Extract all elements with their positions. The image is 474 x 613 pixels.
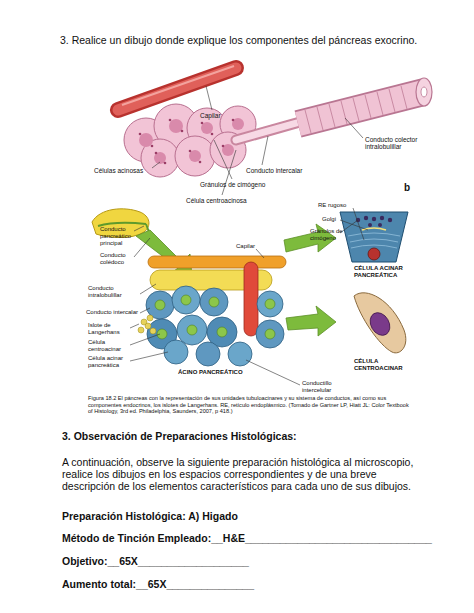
- part-label: Conducto colédoco: [100, 252, 140, 266]
- form-field: Preparación Histológica: A) Higado: [62, 510, 238, 522]
- form-field: Método de Tinción Empleado:__H&E________…: [62, 532, 432, 544]
- structure-title: ÁCINO PANCREÁTICO: [178, 369, 243, 376]
- part-label: Golgi: [322, 216, 336, 223]
- part-label: Conducto intercalar: [246, 167, 302, 174]
- part-label: RE rugoso: [318, 202, 346, 209]
- part-label: Célula acinar pancreática: [88, 355, 128, 369]
- question-text: 3. Realice un dibujo donde explique los …: [60, 34, 470, 46]
- part-label: Conducto colector intralobulillar: [365, 136, 437, 151]
- part-label: Gránulos de cimógeno: [200, 181, 265, 188]
- part-label: Conducto intercalar: [86, 309, 138, 316]
- part-label: Célula centroacinar: [88, 339, 128, 353]
- form-field: Aumento total:__65X_______________: [62, 578, 254, 590]
- part-label: Células acinosas: [94, 167, 143, 174]
- cell-title: CÉLULA ACINAR PANCREÁTICA: [354, 265, 424, 279]
- part-label: Célula centroacinosa: [186, 197, 247, 204]
- part-label: Conducto intralobulillar: [88, 285, 138, 299]
- part-label: Gránulos de cimógeno: [310, 228, 348, 242]
- part-label: Conducto pancreático principal: [100, 226, 140, 247]
- form-field: Objetivo:__65X___________________: [62, 555, 249, 567]
- part-label: Capilar: [236, 243, 255, 250]
- cell-title: CÉLULA CENTROACINAR: [354, 358, 424, 372]
- figure-caption: Figura 18.2 El páncreas con la represent…: [88, 395, 410, 415]
- part-label: Capilar: [200, 112, 221, 119]
- part-label: Conductillo intercelular: [302, 380, 347, 394]
- section-heading: 3. Observación de Preparaciones Histológ…: [62, 430, 297, 442]
- instruction-paragraph: A continuación, observe la siguiente pre…: [62, 456, 414, 492]
- panel-letter: b: [404, 182, 410, 194]
- part-label: Islote de Langerhans: [88, 322, 128, 336]
